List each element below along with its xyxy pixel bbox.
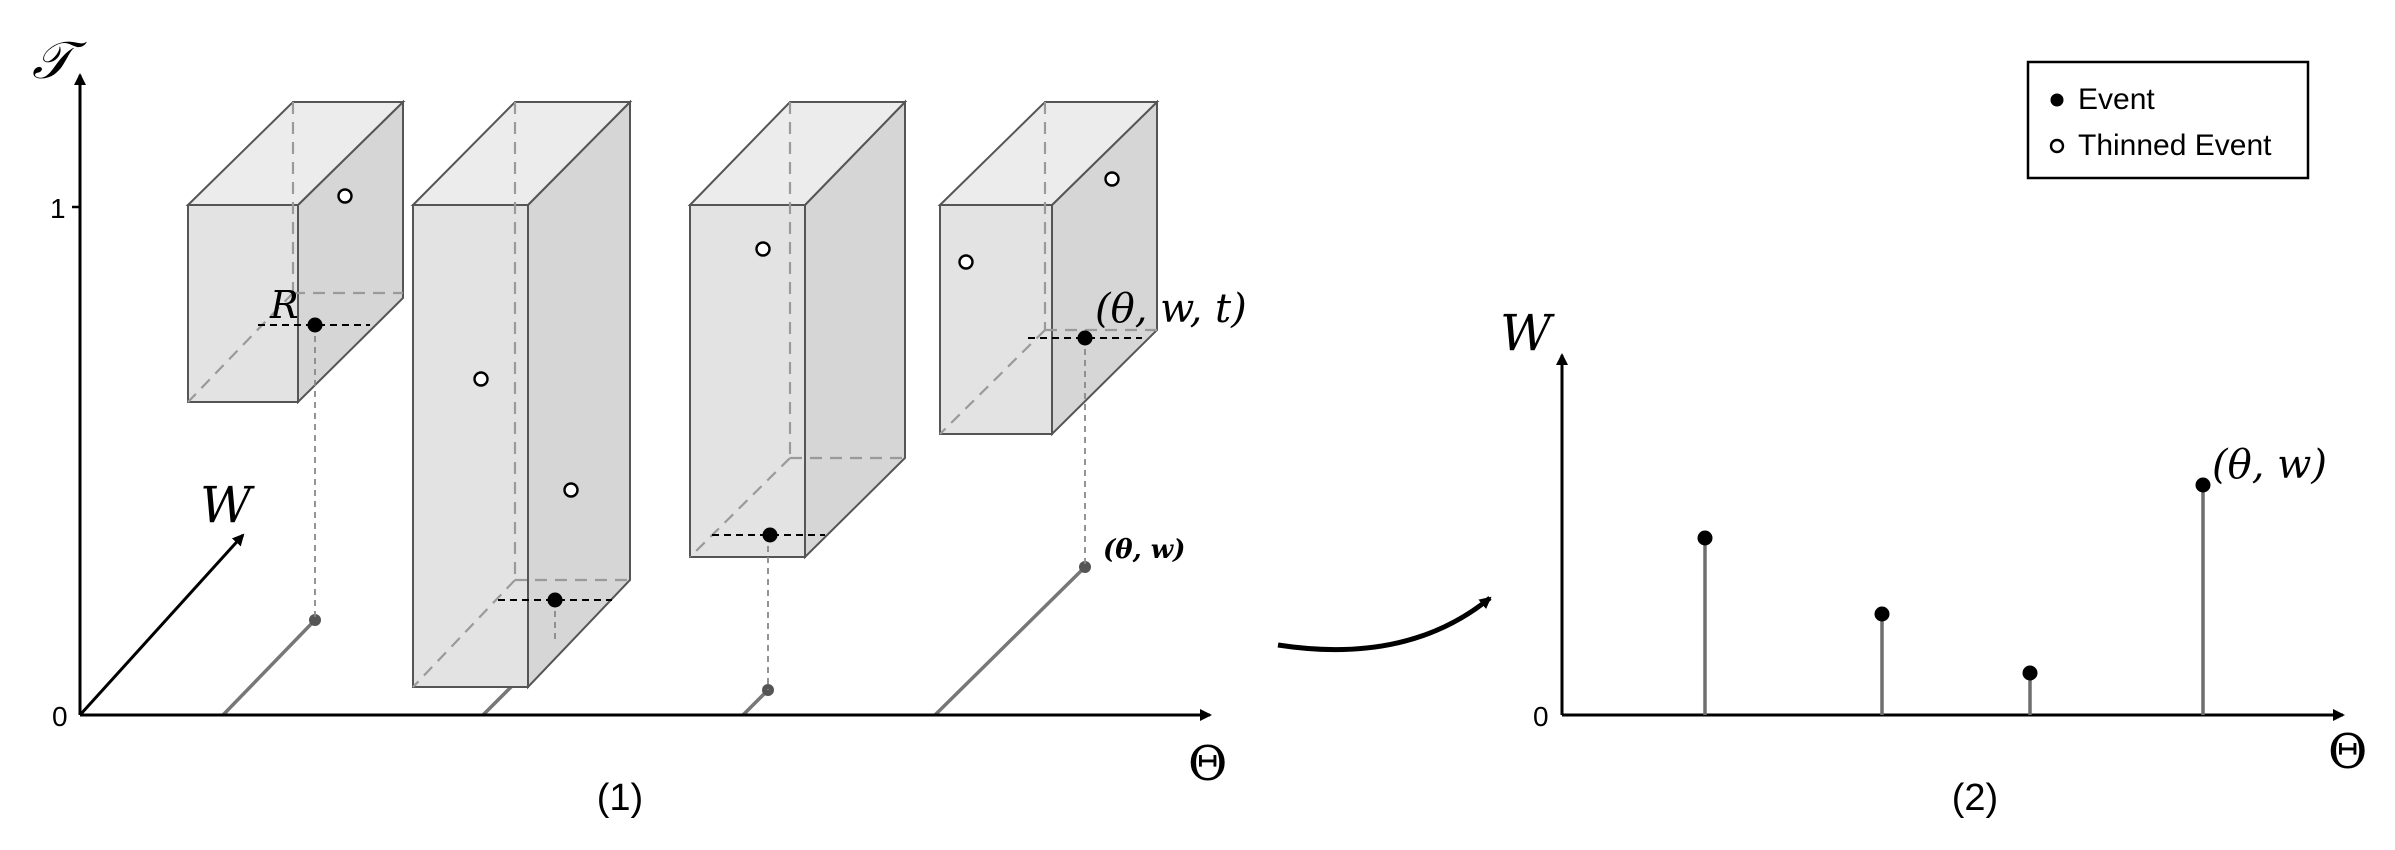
p2-theta-axis-label: Θ: [2328, 724, 2367, 780]
legend-event-marker: [2050, 93, 2064, 107]
legend-box: [2026, 60, 2310, 180]
event-point: [1874, 606, 1890, 622]
box-4: [937, 99, 1160, 567]
box-1: [185, 99, 406, 620]
thinned-event-point: [1104, 171, 1120, 187]
thinned-event-point: [473, 371, 489, 387]
panel-1-caption: (1): [597, 777, 643, 819]
panel-1: 𝒯 1 0 W Θ R (θ, w, t) (θ, w) (1): [32, 31, 1247, 819]
stems: [1697, 477, 2211, 715]
panel-2: W 0 Θ (θ, w) (2): [1500, 304, 2367, 819]
point-label-theta-w-t: (θ, w, t): [1095, 286, 1247, 332]
legend-event-label: Event: [2078, 83, 2155, 116]
event-point: [762, 527, 778, 543]
event-point: [1077, 330, 1093, 346]
event-point: [2022, 665, 2038, 681]
p2-point-label-theta-w: (θ, w): [2212, 442, 2327, 488]
w-projection-lines: [221, 561, 1091, 717]
legend-thinned-event-label: Thinned Event: [2078, 129, 2272, 162]
point-label-theta-w: (θ, w): [1103, 535, 1185, 565]
panel-2-caption: (2): [1952, 777, 1998, 819]
tick-zero-label: 0: [52, 701, 68, 732]
box-3: [687, 99, 908, 690]
tick-one-label: 1: [50, 193, 66, 224]
legend: Event Thinned Event: [2026, 60, 2310, 180]
w-axis-label: W: [200, 476, 255, 534]
thinned-event-point: [755, 241, 771, 257]
box-2: [410, 99, 633, 690]
event-point: [307, 317, 323, 333]
panel-1-axes: [72, 73, 1212, 721]
theta-axis-label: Θ: [1188, 736, 1227, 792]
thinned-event-point: [563, 482, 579, 498]
event-point: [2195, 477, 2211, 493]
point-label-r: R: [269, 283, 299, 327]
thinned-event-point: [958, 254, 974, 270]
p2-tick-zero-label: 0: [1533, 701, 1549, 732]
event-point: [1697, 530, 1713, 546]
thinned-event-point: [337, 188, 353, 204]
legend-thinned-event-marker: [2049, 138, 2065, 154]
p2-w-axis-label: W: [1500, 304, 1555, 362]
w-axis: [78, 533, 245, 717]
event-point: [547, 592, 563, 608]
transform-arrow: [1277, 596, 1492, 653]
